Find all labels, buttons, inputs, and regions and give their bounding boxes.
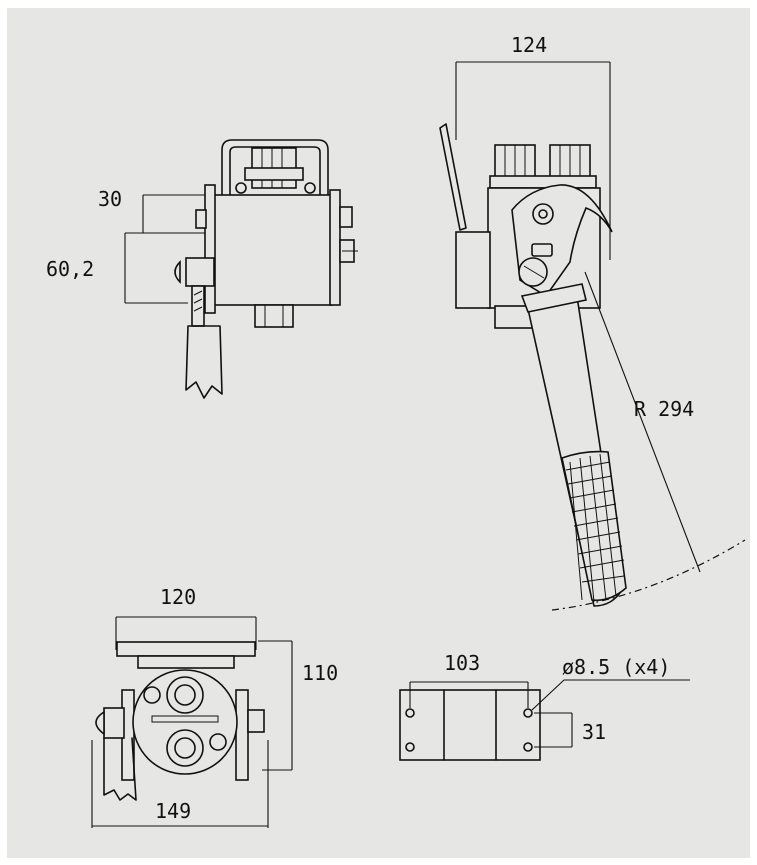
dim-30-label: 30 bbox=[98, 187, 122, 211]
dim-110-label: 110 bbox=[302, 661, 338, 685]
hole-diameter-label: ø8.5 (x4) bbox=[562, 655, 670, 679]
dim-149-label: 149 bbox=[155, 799, 191, 823]
dim-124-label: 124 bbox=[511, 33, 547, 57]
mounting-base-view: 103 ø8.5 (x4) 31 bbox=[399, 651, 690, 761]
dimension-60-2: 60,2 bbox=[46, 233, 188, 304]
dimension-30: 30 bbox=[98, 187, 205, 234]
dim-60-2-label: 60,2 bbox=[46, 257, 94, 281]
valve-top-view bbox=[174, 139, 358, 399]
grip-knurling bbox=[565, 453, 625, 603]
valve-side-view: 124 R 294 bbox=[439, 33, 746, 611]
radius-label: R 294 bbox=[634, 397, 694, 421]
dim-120-label: 120 bbox=[160, 585, 196, 609]
dim-103-label: 103 bbox=[444, 651, 480, 675]
valve-front-view: 120 110 149 bbox=[91, 585, 338, 828]
dim-31-label: 31 bbox=[582, 720, 606, 744]
